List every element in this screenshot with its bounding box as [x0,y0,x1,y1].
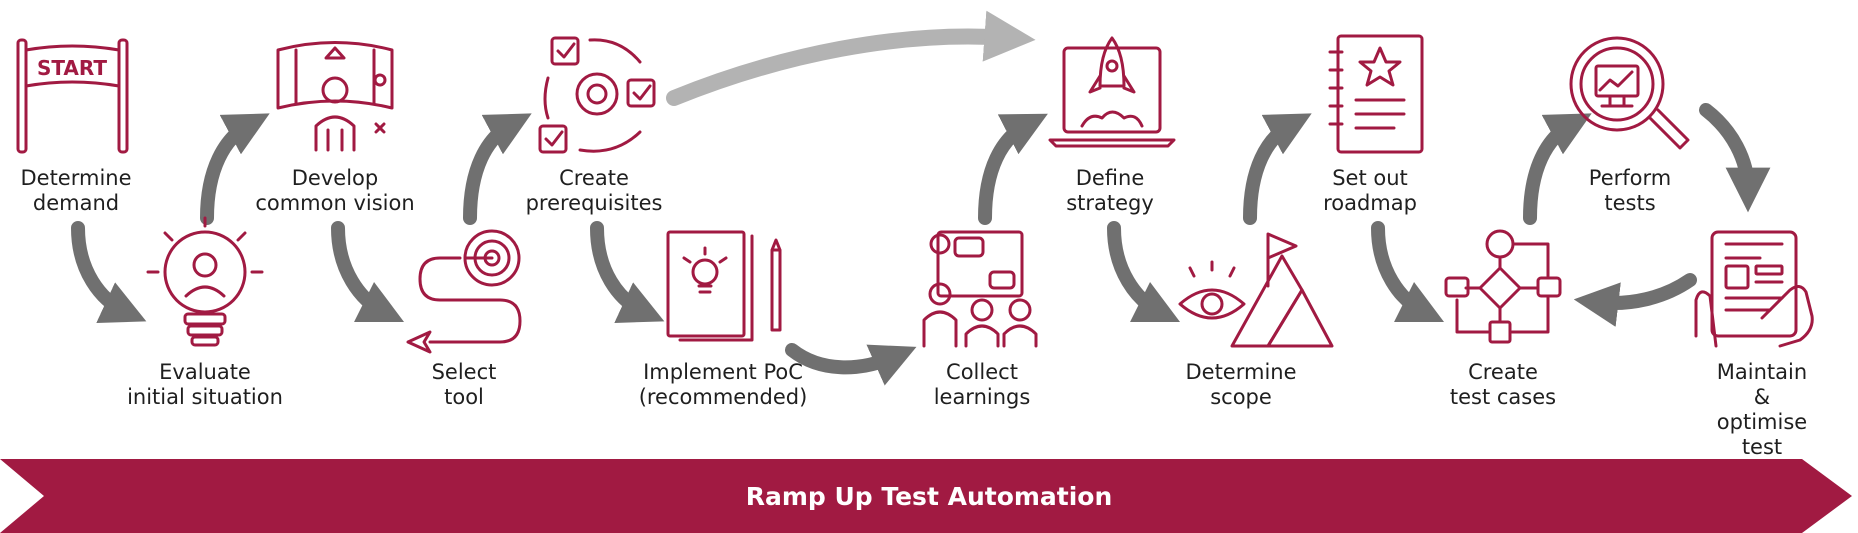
arrow-prereq-to-poc [590,221,665,323]
start-banner-icon: START [16,38,129,154]
arrow-testcases-to-perform [1523,113,1592,225]
arrow-learnings-to-strategy [978,113,1048,225]
step-label-select-tool: Select tool [431,360,497,409]
step-label-collect-learnings: Collect learnings [933,360,1031,409]
arrow-evaluate-to-vision [200,113,270,225]
gear-checklist-icon [538,36,656,154]
magnifier-chart-icon [1569,36,1690,150]
arrow-strategy-to-scope [1107,221,1181,323]
arrow-maintain-to-testcases [1573,273,1697,327]
step-label-set-out-roadmap: Set out roadmap [1323,166,1417,215]
arrow-roadmap-to-testcases [1371,221,1445,323]
tablet-hand-icon [1694,230,1814,348]
step-label-develop-common-vision: Develop common vision [255,166,415,215]
banner-title-text: Ramp Up Test Automation [745,481,1113,511]
arrow-poc-to-learnings [785,343,917,386]
presentation-group-icon [922,230,1038,348]
flowchart-icon [1444,229,1562,344]
arrow-vision-to-tool [331,221,405,323]
notebook-star-icon [1328,34,1424,154]
step-label-create-prerequisites: Create prerequisites [525,166,663,215]
arrow-demand-to-evaluate [71,221,147,323]
step-label-perform-tests: Perform tests [1588,166,1672,215]
rocket-laptop-icon [1048,36,1176,148]
arrow-prereq-to-strategy-skip [666,10,1036,106]
arrow-scope-to-roadmap [1243,113,1312,225]
lightbulb-person-icon [146,216,264,347]
vr-vision-icon [276,41,394,152]
step-label-determine-demand: Determine demand [20,166,132,215]
start-text: START [37,56,107,80]
banner-arrow [0,459,1852,533]
step-label-create-test-cases: Create test cases [1449,360,1557,409]
target-path-icon [406,229,522,354]
step-label-define-strategy: Define strategy [1066,166,1154,215]
step-label-determine-scope: Determine scope [1185,360,1297,409]
eye-mountain-flag-icon [1178,232,1334,348]
arrow-tool-to-prereq [463,113,532,225]
arrow-perform-to-maintain [1699,103,1771,213]
step-label-evaluate-initial-situation: Evaluate initial situation [127,360,283,409]
step-label-implement-poc: Implement PoC (recommended) [638,360,808,409]
banner-title: Ramp Up Test Automation [0,459,1858,533]
idea-sketch-icon [666,230,782,342]
